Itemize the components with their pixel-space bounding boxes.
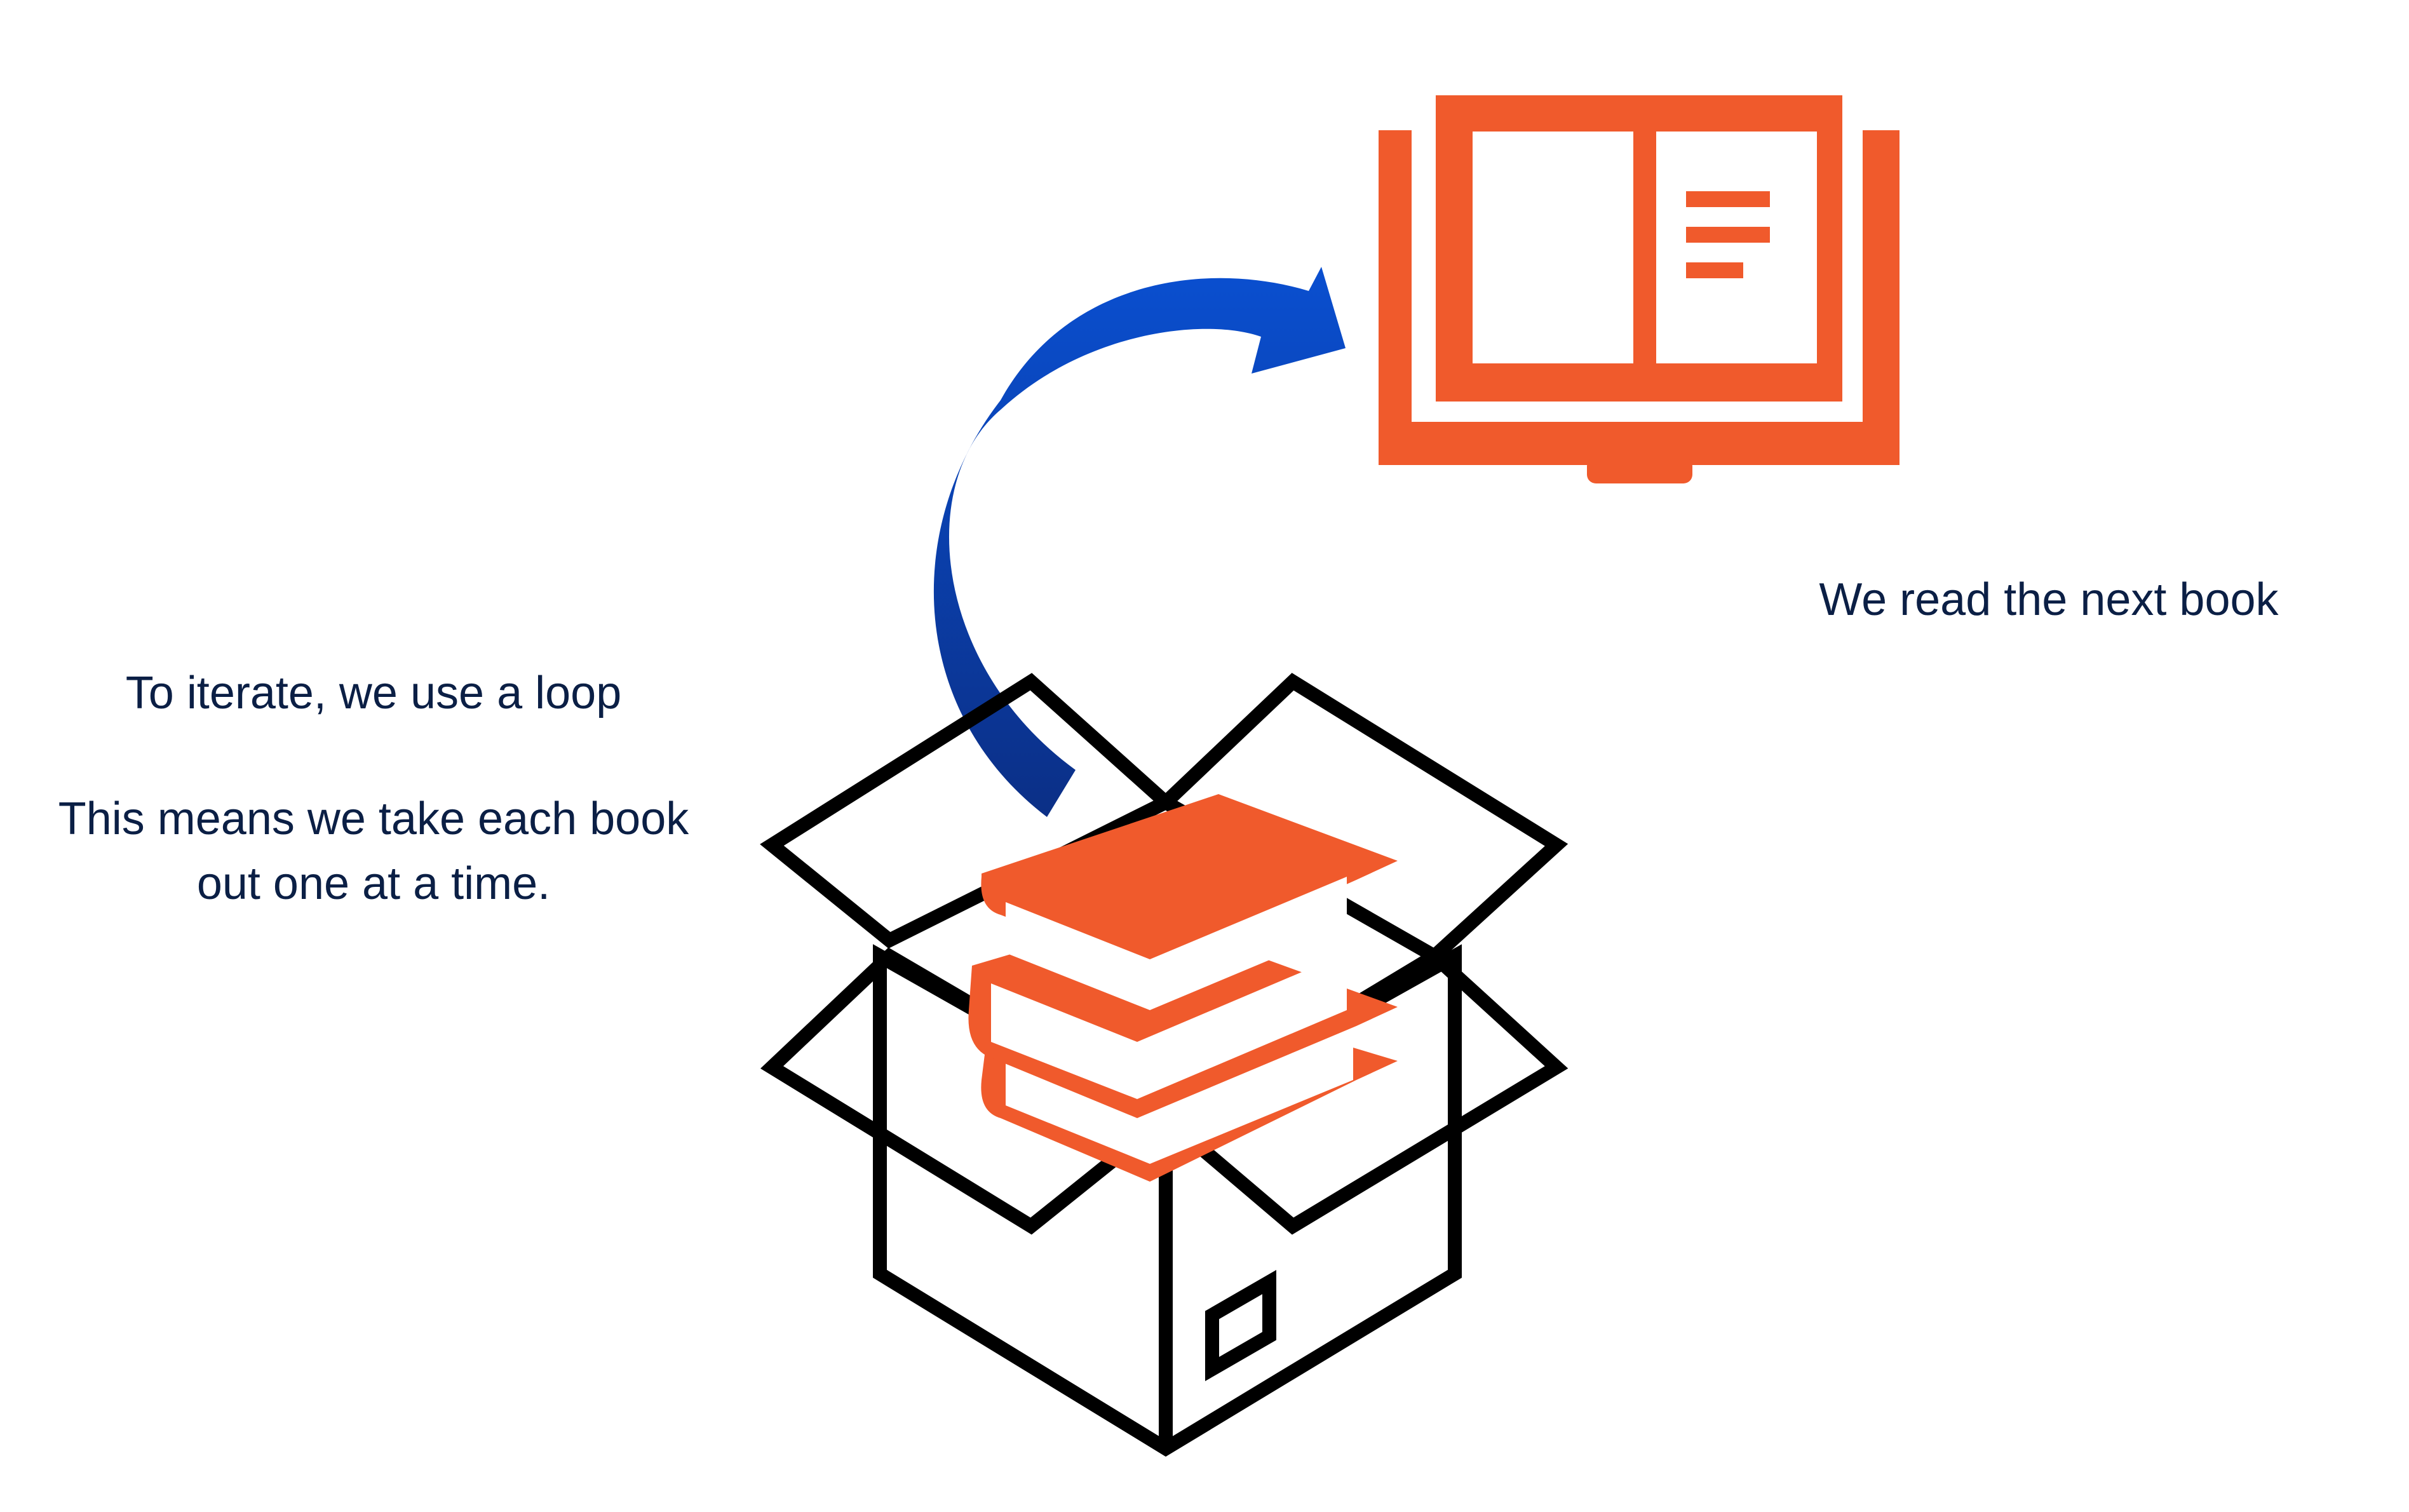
read-next-caption: We read the next book [1819, 574, 2279, 625]
loop-description-line-1: This means we take each book [58, 793, 690, 844]
book-stack-icon [968, 794, 1398, 1182]
open-book-icon [1379, 95, 1900, 483]
loop-title-caption: To iterate, we use a loop [126, 668, 621, 719]
book-top [981, 794, 1398, 1010]
curved-arrow-icon [933, 267, 1346, 817]
loop-description-line-2: out one at a time. [197, 858, 550, 909]
